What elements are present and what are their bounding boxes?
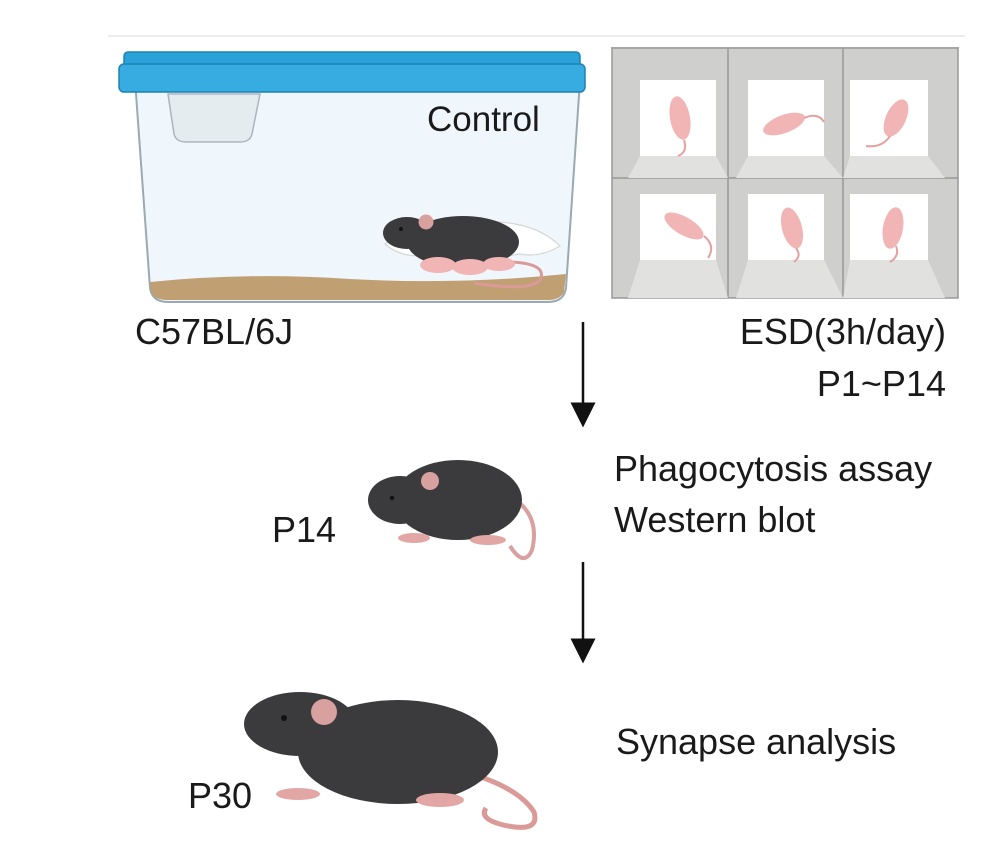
assay-label-synapse: Synapse analysis: [616, 721, 897, 762]
mother-mouse-icon: [383, 214, 543, 289]
pup-icon: [420, 257, 515, 275]
p30-label: P30: [188, 775, 253, 816]
isolation-box-icon: [610, 47, 960, 299]
assay-label-western-blot: Western blot: [614, 499, 816, 540]
strain-label: C57BL/6J: [135, 311, 294, 352]
mouse-icon: [368, 460, 536, 560]
assay-label-phagocytosis: Phagocytosis assay: [614, 448, 933, 489]
pup-icon: [664, 96, 909, 249]
mouse-icon: [244, 692, 538, 830]
control-label: Control: [427, 100, 540, 139]
esd-label: ESD(3h/day): [739, 311, 946, 352]
esd-days-label: P1~P14: [816, 363, 946, 404]
pup-tail-lines: [677, 114, 899, 263]
cage-icon: [118, 51, 586, 303]
p14-label: P14: [272, 509, 337, 550]
